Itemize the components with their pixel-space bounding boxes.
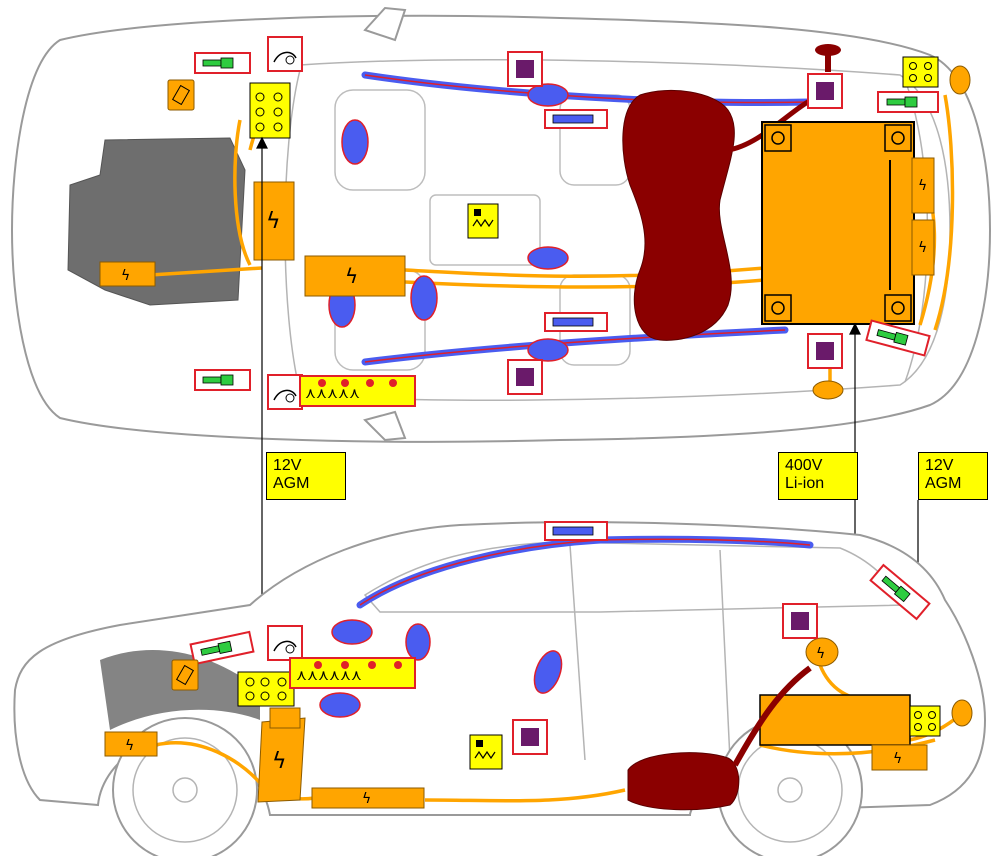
pretensioner-icon	[869, 563, 931, 621]
lightning-bolt-icon: ϟ	[816, 646, 825, 662]
pretensioner-icon	[189, 630, 255, 666]
control-unit-icon	[512, 719, 548, 755]
side-capacitor-module	[469, 734, 503, 770]
gas-strut-icon	[544, 312, 608, 332]
top-airbags	[328, 83, 569, 362]
hood-sensor-icon	[267, 625, 303, 661]
side-fuel-filler	[732, 665, 812, 767]
hood-sensor-icon	[267, 36, 303, 72]
side-hv-battery	[759, 694, 911, 746]
top-pretensioners	[194, 52, 939, 391]
side-12v-battery-front	[237, 671, 295, 707]
side-view: ϟ ϟ ϟ ϟ ϟ	[13, 521, 987, 856]
side-rear-hv-fuse	[951, 699, 973, 727]
top-curtain-airbag-right-border	[364, 329, 786, 363]
top-right-mirror	[363, 410, 407, 442]
callout-12v-agm-rear: 12V AGM	[918, 452, 988, 500]
pretensioner-icon	[877, 91, 939, 113]
airbag-icon	[533, 650, 563, 694]
callout-line1: 12V	[273, 457, 302, 474]
lightning-bolt-icon: ϟ	[893, 751, 902, 767]
lightning-bolt-icon: ϟ	[125, 738, 134, 754]
top-curtain-airbag-left-border	[364, 74, 811, 104]
top-hv-converter	[304, 255, 406, 297]
side-12v-battery-rear	[909, 705, 941, 737]
lightning-bolt-icon: ϟ	[918, 240, 927, 256]
lightning-bolt-icon: ϟ	[362, 791, 371, 807]
top-view: ϟ ϟ ϟ ϟ ϟ	[10, 6, 992, 443]
lightning-bolt-icon: ϟ	[272, 749, 287, 774]
airbag-icon	[527, 246, 569, 270]
top-hv-module-1	[911, 157, 935, 214]
top-rear-hv-fuse	[949, 65, 971, 95]
top-12v-battery-front	[249, 82, 291, 139]
control-unit-icon	[807, 73, 843, 109]
side-b-pillar	[569, 544, 586, 761]
top-charge-port	[812, 380, 844, 400]
control-unit-icon	[782, 603, 818, 639]
callout-12v-agm-front: 12V AGM	[266, 452, 346, 500]
side-c-pillar	[719, 549, 731, 761]
callout-line2: AGM	[925, 475, 962, 492]
pretensioner-icon	[865, 319, 931, 357]
top-left-mirror	[363, 6, 407, 42]
control-unit-icon	[507, 51, 543, 87]
callout-line1: 12V	[925, 457, 954, 474]
fuse-icon	[167, 79, 195, 111]
side-hv-component-front	[104, 731, 158, 757]
top-fuel-cap	[815, 44, 841, 56]
hood-sensor-icon	[267, 374, 303, 410]
top-pyro-strip: ⋏⋏⋏⋏⋏	[299, 375, 416, 407]
airbag-icon	[405, 623, 431, 661]
control-unit-icon	[507, 359, 543, 395]
lightning-bolt-icon: ϟ	[918, 178, 927, 194]
side-hv-small	[269, 707, 301, 729]
side-hv-cable-duct	[311, 787, 425, 809]
side-pyro-strip: ⋏⋏⋏⋏⋏⋏	[289, 657, 416, 689]
airbag-icon	[331, 619, 373, 645]
callout-line2: AGM	[273, 475, 310, 492]
svg-text:⋏⋏⋏⋏⋏⋏: ⋏⋏⋏⋏⋏⋏	[296, 666, 362, 684]
airbag-icon	[527, 83, 569, 107]
top-hv-inverter	[253, 181, 295, 261]
lightning-bolt-icon: ϟ	[266, 209, 281, 234]
side-hv-module	[871, 744, 928, 771]
callout-line1: 400V	[785, 457, 823, 474]
callout-400v-li-ion: 400V Li-ion	[778, 452, 858, 500]
top-front-seat-left	[334, 89, 426, 191]
lightning-bolt-icon: ϟ	[345, 264, 358, 288]
top-hv-battery	[761, 121, 915, 325]
top-hv-component-front	[99, 261, 156, 287]
svg-text:⋏⋏⋏⋏⋏: ⋏⋏⋏⋏⋏	[305, 384, 360, 402]
top-12v-battery-rear	[902, 56, 939, 88]
airbag-icon	[341, 119, 369, 165]
airbag-icon	[319, 692, 361, 718]
side-airbags	[319, 619, 563, 718]
top-fuel-cap-neck	[825, 52, 831, 72]
side-fuel-tank	[627, 752, 740, 811]
callout-line2: Li-ion	[785, 475, 825, 492]
gas-strut-icon	[544, 109, 608, 129]
gas-strut-icon	[544, 521, 608, 541]
fuse-icon	[171, 659, 199, 691]
airbag-icon	[410, 275, 438, 321]
pretensioner-icon	[194, 52, 251, 74]
top-control-units	[507, 51, 843, 395]
top-fuel-tank	[622, 89, 735, 341]
control-unit-icon	[807, 333, 843, 369]
lightning-bolt-icon: ϟ	[121, 268, 130, 284]
top-hv-module-2	[911, 219, 935, 276]
top-capacitor-module	[467, 203, 499, 239]
top-center-console	[429, 194, 541, 266]
pretensioner-icon	[194, 369, 251, 391]
airbag-icon	[527, 338, 569, 362]
side-charge-port	[805, 637, 839, 667]
